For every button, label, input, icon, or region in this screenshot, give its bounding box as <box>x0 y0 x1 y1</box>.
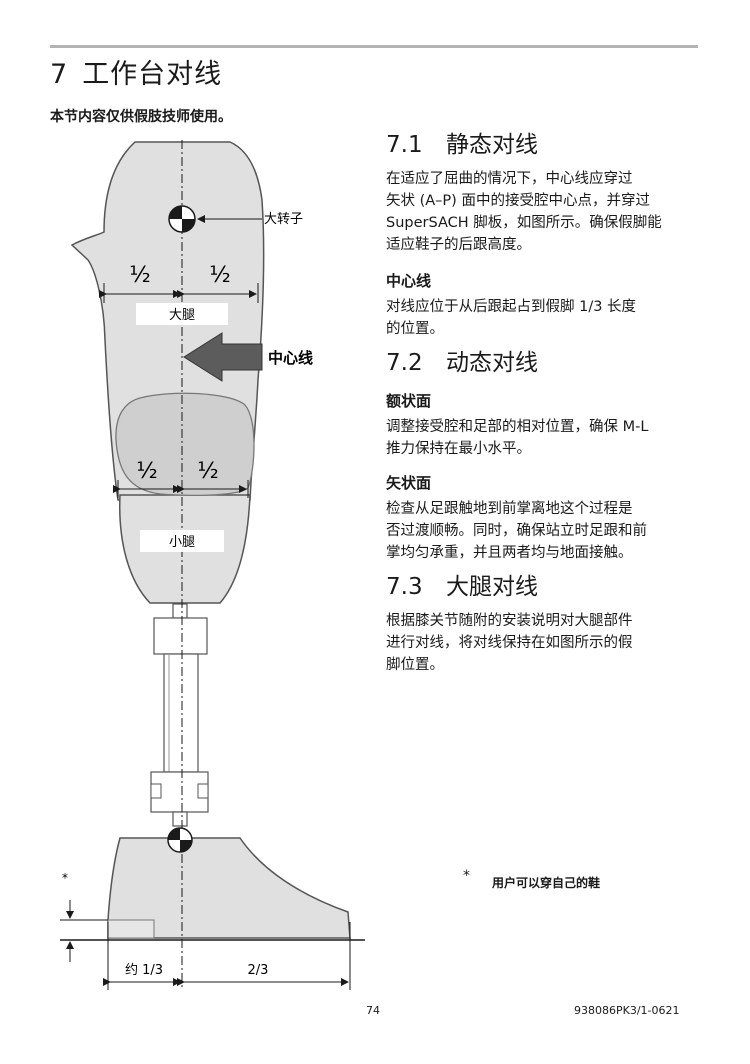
document-code: 938086PK3/1-0621 <box>574 1004 680 1017</box>
footnote-text: 用户可以穿自己的鞋 <box>492 876 601 890</box>
foot-outline <box>107 837 351 939</box>
thigh-label: 大腿 <box>169 308 195 323</box>
intro-note: 本节内容仅供假肢技师使用。 <box>50 109 232 125</box>
trochanter-symbol-icon <box>168 205 196 233</box>
chapter-title-text: 工作台对线 <box>82 59 223 90</box>
trochanter-label: 大转子 <box>264 212 303 227</box>
centerline-subheading: 中心线 <box>386 272 432 290</box>
shank-label: 小腿 <box>169 535 195 550</box>
page-number: 74 <box>366 1004 380 1017</box>
footnote-marker: * <box>463 868 470 884</box>
half-label-bottom-right: ½ <box>197 459 218 484</box>
half-label-top-left: ½ <box>129 263 150 288</box>
top-rule <box>50 45 698 48</box>
tube-clamp-top <box>153 617 208 655</box>
foot-third-label: 约 1/3 <box>125 963 163 978</box>
heel-asterisk: * <box>62 871 68 885</box>
heel-block <box>107 919 155 939</box>
centerline-label: 中心线 <box>268 349 313 367</box>
knee-overlay <box>115 392 255 496</box>
foot-two-thirds-label: 2/3 <box>248 963 269 978</box>
half-label-bottom-left: ½ <box>136 459 157 484</box>
centerline-body: 对线应位于从后跟起占到假脚 1/3 长度 的位置。 <box>386 299 637 337</box>
sagittal-plane-body: 检查从足跟触地到前掌离地这个过程是 否过渡顺畅。同时，确保站立时足跟和前 掌均匀… <box>386 501 647 561</box>
frontal-plane-body: 调整接受腔和足部的相对位置，确保 M-L 推力保持在最小水平。 <box>386 419 649 457</box>
half-label-top-right: ½ <box>209 263 230 288</box>
sagittal-plane-subheading: 矢状面 <box>386 474 432 492</box>
chapter-number: 7 <box>50 59 69 90</box>
section-7-3-body: 根据膝关节随附的安装说明对大腿部件 进行对线，将对线保持在如图所示的假 脚位置。 <box>386 613 633 673</box>
centerline-arrow-icon <box>183 332 263 382</box>
chapter-title: 7 工作台对线 <box>50 52 222 91</box>
section-7-1-body: 在适应了屈曲的情况下，中心线应穿过 矢状 (A–P) 面中的接受腔中心点，并穿过… <box>386 171 662 253</box>
ankle-symbol-icon <box>167 827 193 853</box>
pyramid-adapter <box>172 603 188 619</box>
frontal-plane-subheading: 额状面 <box>386 392 432 410</box>
